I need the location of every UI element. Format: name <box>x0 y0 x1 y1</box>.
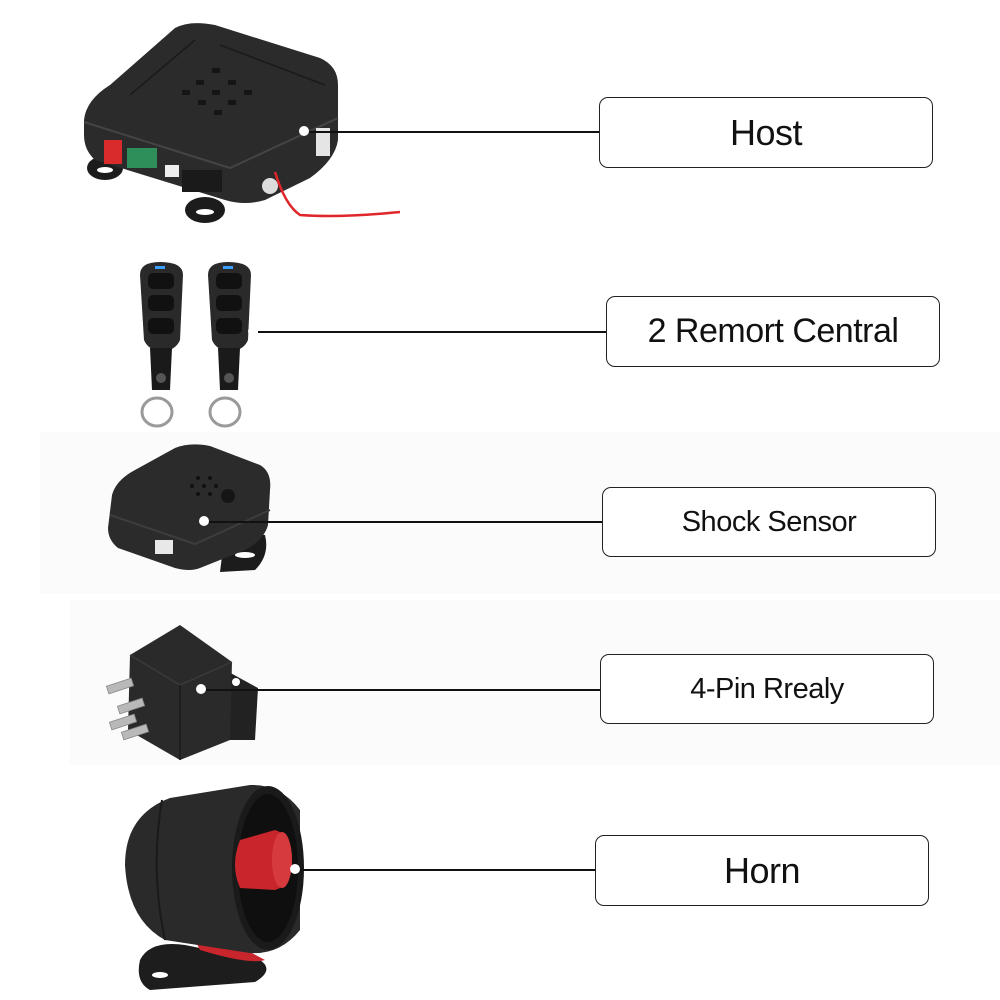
component-host: Host <box>0 0 1000 240</box>
leader-line <box>209 521 602 523</box>
leader-line <box>300 869 596 871</box>
label-text: Host <box>729 111 803 153</box>
label-text: 4-Pin Rrealy <box>690 672 844 705</box>
label-host: Host <box>599 97 933 168</box>
component-horn: Horn <box>0 770 1000 1000</box>
label-remotes: 2 Remort Central <box>606 296 940 367</box>
label-relay: 4-Pin Rrealy <box>600 654 934 724</box>
shock-sensor-icon <box>108 444 271 572</box>
component-shock-sensor: Shock Sensor <box>0 440 1000 600</box>
key-fob-remote-icon <box>140 262 251 428</box>
leader-line <box>309 131 600 133</box>
label-shock-sensor: Shock Sensor <box>602 487 936 557</box>
pointer-dot <box>199 516 209 526</box>
component-relay: 4-Pin Rrealy <box>0 600 1000 770</box>
pointer-dot <box>290 864 300 874</box>
siren-horn-icon <box>125 784 304 990</box>
leader-line <box>206 689 601 691</box>
alarm-control-unit-icon <box>83 23 401 223</box>
pointer-dot <box>248 326 258 336</box>
label-text: Shock Sensor <box>681 505 857 538</box>
label-horn: Horn <box>595 835 929 906</box>
relay-icon <box>105 625 258 760</box>
leader-line <box>258 331 607 333</box>
pointer-dot <box>299 126 309 136</box>
pointer-dot <box>196 684 206 694</box>
component-remotes: 2 Remort Central <box>0 240 1000 440</box>
label-text: Horn <box>723 849 801 891</box>
label-text: 2 Remort Central <box>647 312 899 350</box>
